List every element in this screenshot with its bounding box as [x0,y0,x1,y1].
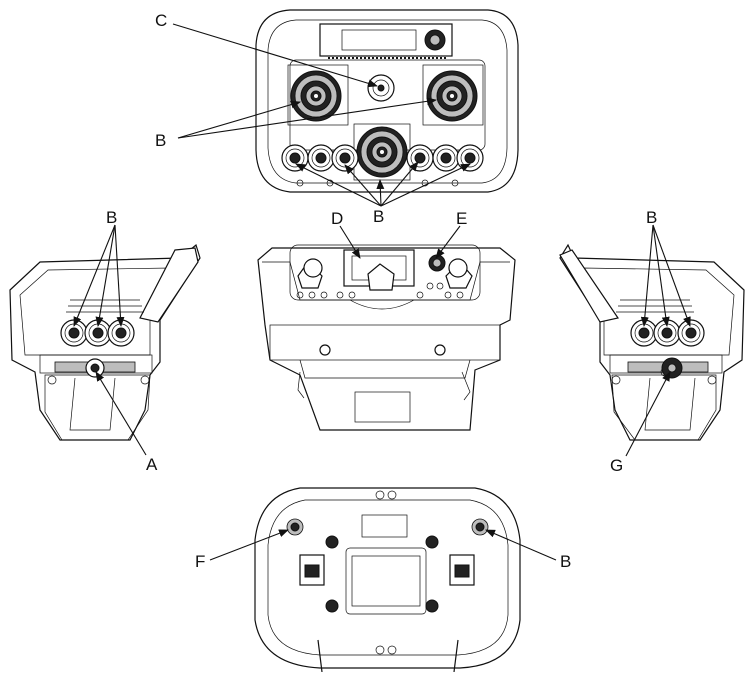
front-view [258,245,515,430]
callout-c: C [155,11,167,30]
callout-b-top: B [155,131,166,150]
callout-b-right: B [646,208,657,227]
bottom-view [255,488,520,672]
callout-b-top-lower: B [373,207,384,226]
callout-a: A [146,455,158,474]
left-side-view [10,245,200,440]
callout-d: D [331,209,343,228]
right-side-view [560,245,744,440]
callout-b-left: B [106,208,117,227]
top-view [256,10,518,192]
callout-g: G [610,456,623,475]
callout-e: E [456,209,467,228]
callout-f: F [195,552,205,571]
callout-b-bottom: B [560,552,571,571]
